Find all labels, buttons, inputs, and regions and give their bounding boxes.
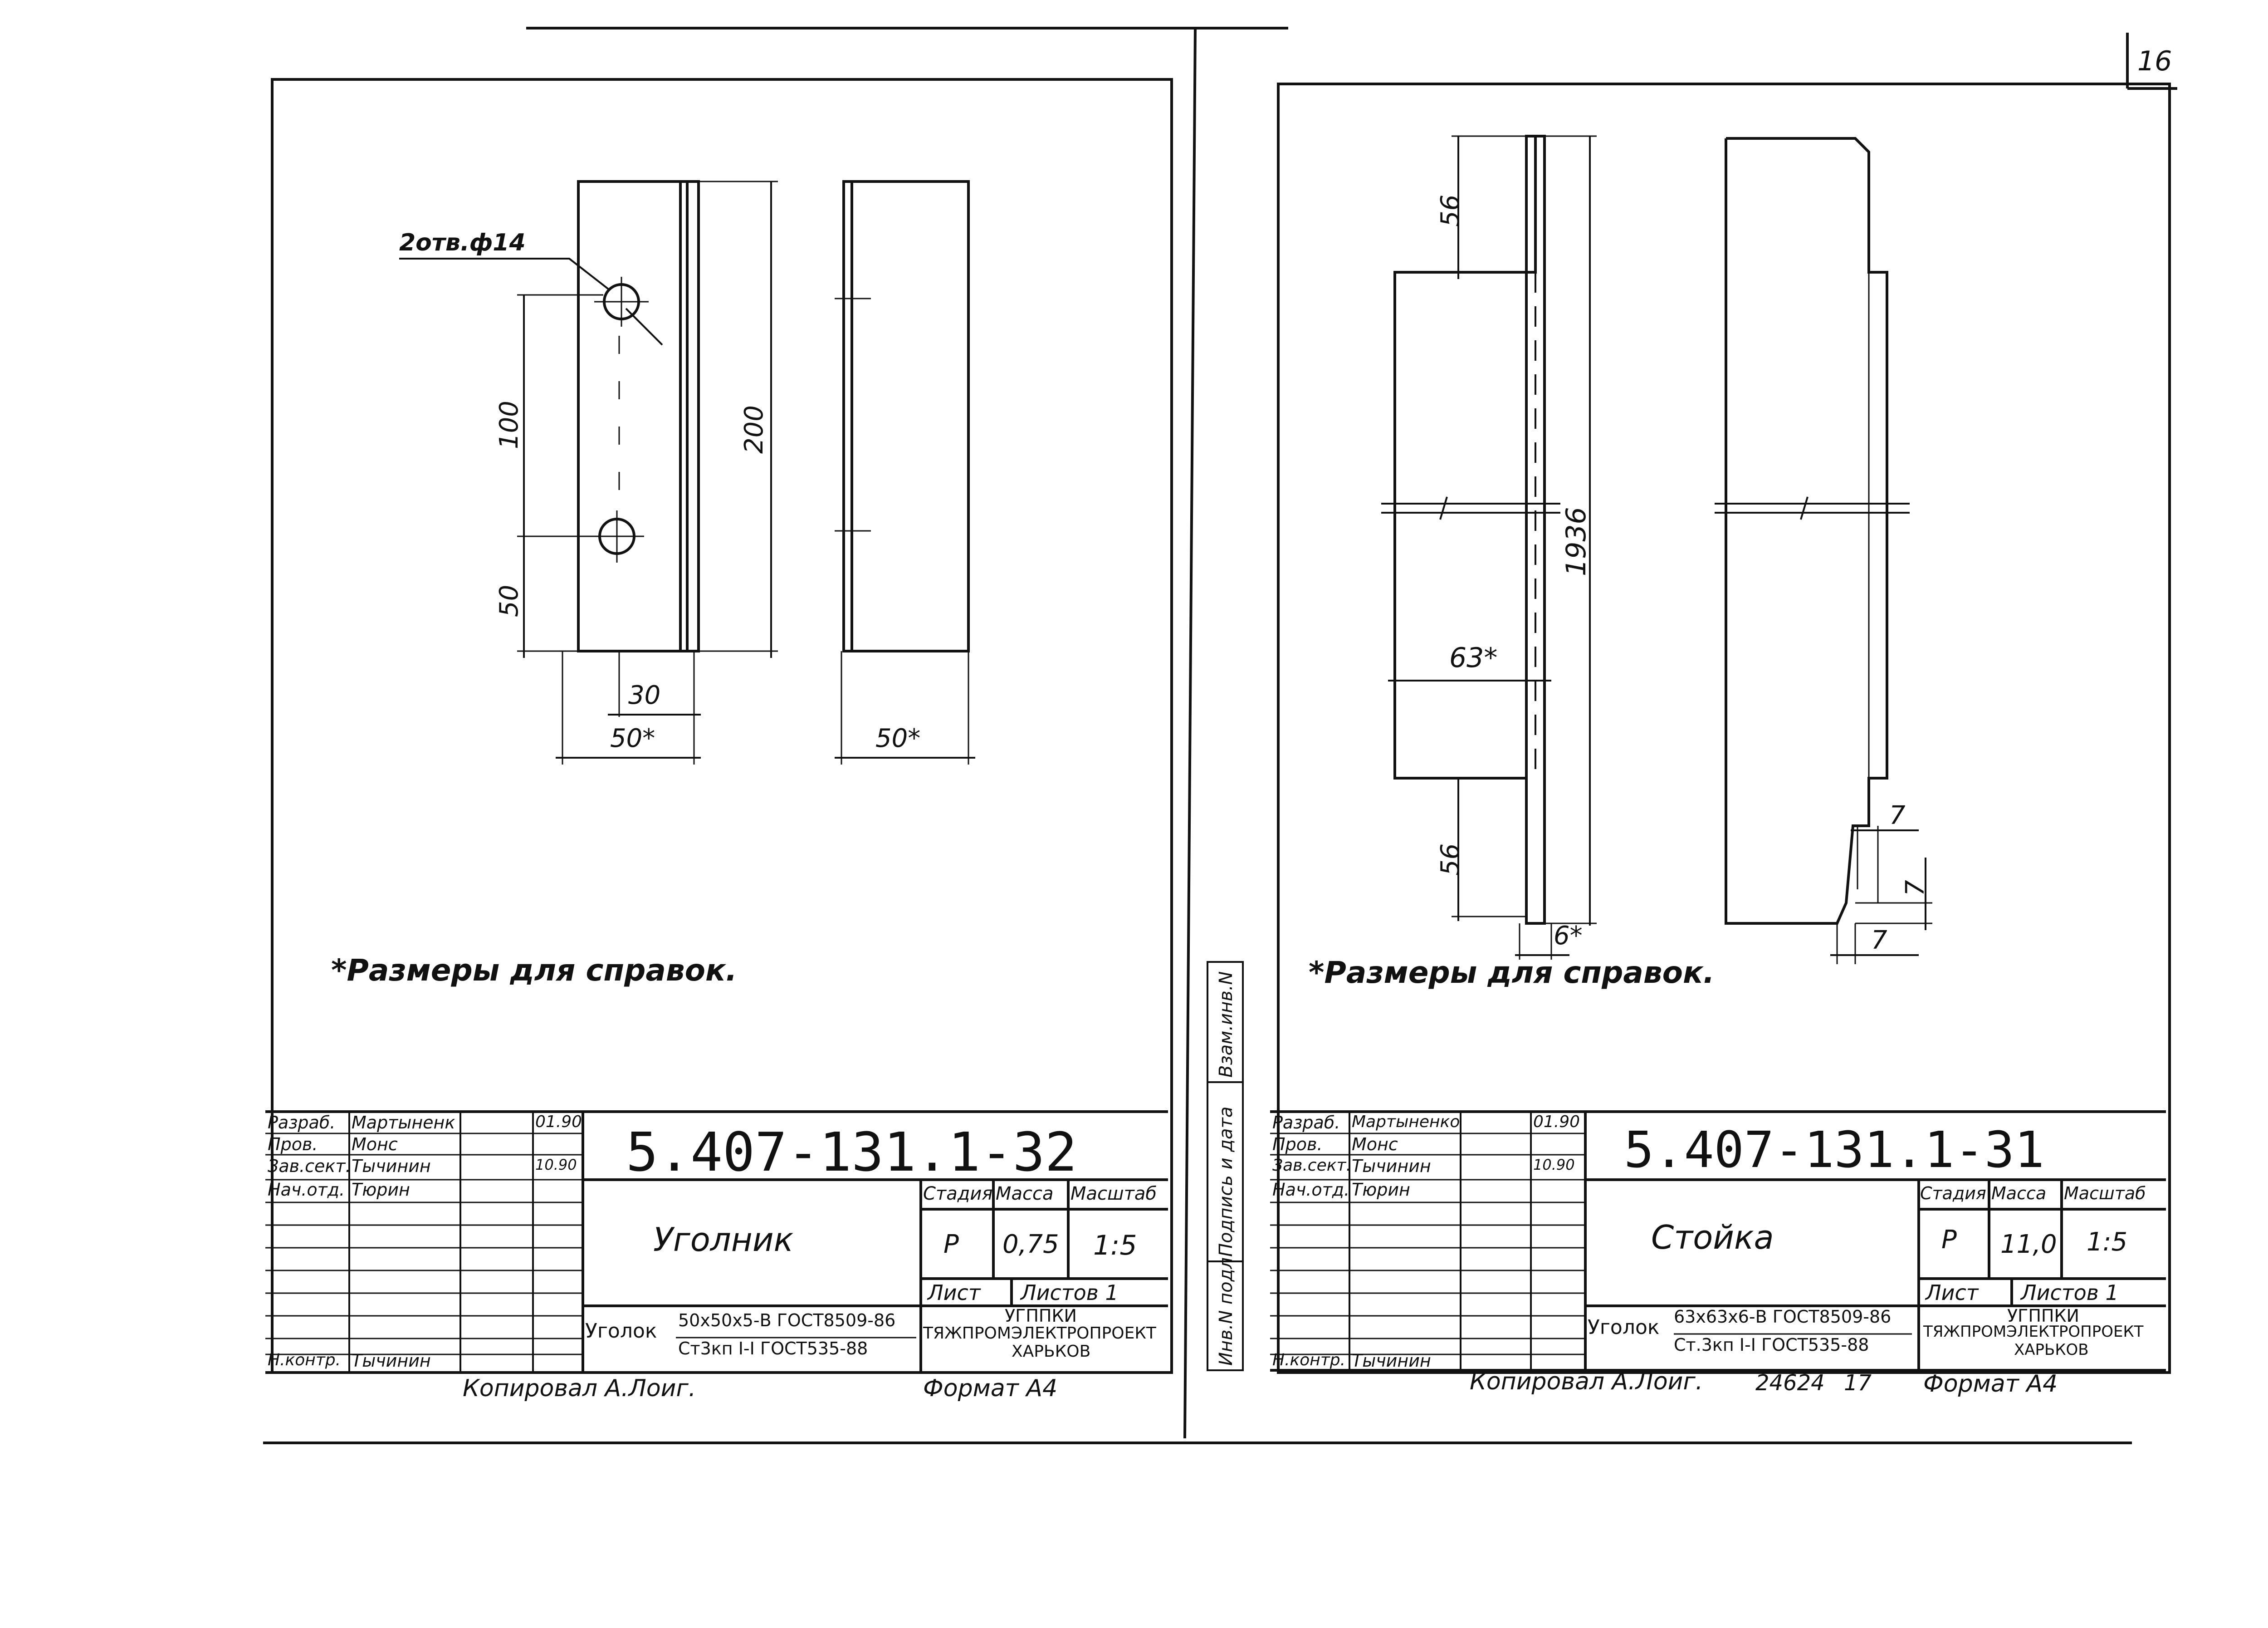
sig-date-2: 10.90 [535,1156,577,1173]
mass-value: 0,75 [1002,1230,1059,1259]
stamp-inventory: Инв.N подл. [1216,1251,1237,1366]
r-sig-role-1: Пров. [1272,1134,1323,1154]
sig-role-0: Разраб. [268,1113,336,1133]
dim-50-front: 50* [610,724,655,753]
sig-name-4: Тычинин [352,1351,431,1371]
mass-header: Масса [996,1183,1054,1204]
right-title-block [1270,1110,2166,1372]
sheet-label-right: Лист [1926,1280,1979,1305]
sig-name-1: Монс [352,1134,398,1154]
reference-note-right: *Размеры для справок. [1309,955,1715,990]
scale-header-right: Масштаб [2064,1183,2146,1203]
format-label-right: Формат А4 [1923,1370,2058,1398]
right-frame [1277,83,2171,1374]
hole-label: 2отв.ф14 [399,229,526,256]
r-sig-name-1: Монс [1352,1134,1398,1154]
r-sig-name-3: Тюрин [1352,1180,1410,1200]
scale-header: Масштаб [1070,1183,1157,1204]
org-line2-right: ТЯЖПРОМЭЛЕКТРОПРОЕКТ [1923,1323,2144,1341]
mass-value-right: 11,0 [2000,1230,2057,1259]
stamp-replaced: Взам.инв.N [1216,971,1237,1078]
sig-name-3: Тюрин [352,1180,410,1200]
copy-number: 24624 [1755,1370,1825,1396]
dim-7-top: 7 [1889,801,1906,830]
stage-value: Р [943,1230,959,1259]
drawing-title: Уголник [653,1221,794,1259]
r-sig-date-0: 01.90 [1533,1113,1580,1131]
designation-right: 5.407-131.1-31 [1624,1121,2045,1179]
copied-by-right: Копировал А.Лоиг. [1470,1368,1703,1395]
dim-1936: 1936 [1560,507,1592,576]
dim-50-vertical: 50 [494,584,524,617]
r-sig-name-0: Мартыненко [1352,1113,1460,1131]
dim-56-bottom: 56 [1436,843,1465,876]
sig-role-1: Пров. [268,1134,318,1154]
sheet-label: Лист [928,1280,981,1305]
dim-30: 30 [628,681,661,710]
left-title-block [265,1110,1168,1374]
sig-date-0: 01.90 [535,1113,582,1131]
left-part-front-view [399,180,778,765]
reference-note: *Размеры для справок. [331,953,737,988]
right-part-side-view [1715,137,1932,964]
page-number: 16 [2137,45,2172,77]
sig-role-4: Н.контр. [268,1351,341,1369]
material-top-right: 63х63х6-В ГОСТ8509-86 [1674,1307,1892,1327]
right-side-stamp [1207,961,1244,1371]
scale-value-right: 1:5 [2087,1227,2128,1257]
dim-56-top: 56 [1436,194,1465,227]
sig-role-3: Нач.отд. [268,1180,345,1200]
org-line1-right: УГППКИ [2007,1306,2079,1326]
r-sig-date-2: 10.90 [1533,1156,1575,1173]
dim-50-side: 50* [875,724,921,753]
format-label: Формат А4 [923,1375,1058,1402]
org-line3-right: ХАРЬКОВ [2014,1341,2089,1359]
material-prefix-right: Уголок [1588,1316,1660,1339]
r-sig-name-2: Тычинин [1352,1156,1431,1176]
r-sig-role-2: Зав.сект. [1272,1156,1351,1175]
org-line3: ХАРЬКОВ [1012,1342,1091,1361]
drawing-title-right: Стойка [1651,1218,1774,1256]
designation: 5.407-131.1-32 [626,1121,1077,1183]
org-line2: ТЯЖПРОМЭЛЕКТРОПРОЕКТ [923,1324,1156,1343]
dim-100: 100 [494,401,524,449]
material-prefix: Уголок [585,1319,657,1343]
material-bottom-right: Ст.3кп I-I ГОСТ535-88 [1674,1335,1869,1355]
sig-name-2: Тычинин [352,1156,431,1176]
mass-header-right: Масса [1991,1183,2047,1203]
dim-63: 63* [1449,642,1498,674]
stage-header: Стадия [923,1183,993,1204]
dim-200: 200 [739,405,769,454]
right-part-front-view [1381,135,1597,960]
dim-6: 6* [1554,921,1583,951]
dim-7-bottom: 7 [1871,926,1887,955]
material-bottom: Ст3кп I-I ГОСТ535-88 [678,1339,868,1358]
sig-name-0: Мартыненк [352,1113,455,1133]
r-sig-role-0: Разраб. [1272,1113,1340,1133]
dim-7-side: 7 [1901,880,1930,896]
sig-role-2: Зав.сект. [268,1156,351,1176]
sheets-label: Листов 1 [1021,1280,1119,1305]
copy-sheet: 17 [1844,1370,1872,1396]
org-line1: УГППКИ [1005,1306,1077,1326]
r-sig-name-4: Тычинин [1352,1351,1431,1371]
stage-value-right: Р [1941,1225,1957,1255]
center-divider [1183,28,1197,1439]
copied-by: Копировал А.Лоиг. [463,1375,696,1402]
stage-header-right: Стадия [1920,1183,1986,1203]
r-sig-role-4: Н.контр. [1272,1351,1346,1369]
material-top: 50х50х5-В ГОСТ8509-86 [678,1310,896,1330]
scale-value: 1:5 [1093,1230,1137,1261]
sheets-label-right: Листов 1 [2021,1280,2119,1305]
stamp-signature: Подпись и дата [1216,1106,1237,1257]
r-sig-role-3: Нач.отд. [1272,1180,1350,1200]
left-part-side-view [835,180,975,765]
